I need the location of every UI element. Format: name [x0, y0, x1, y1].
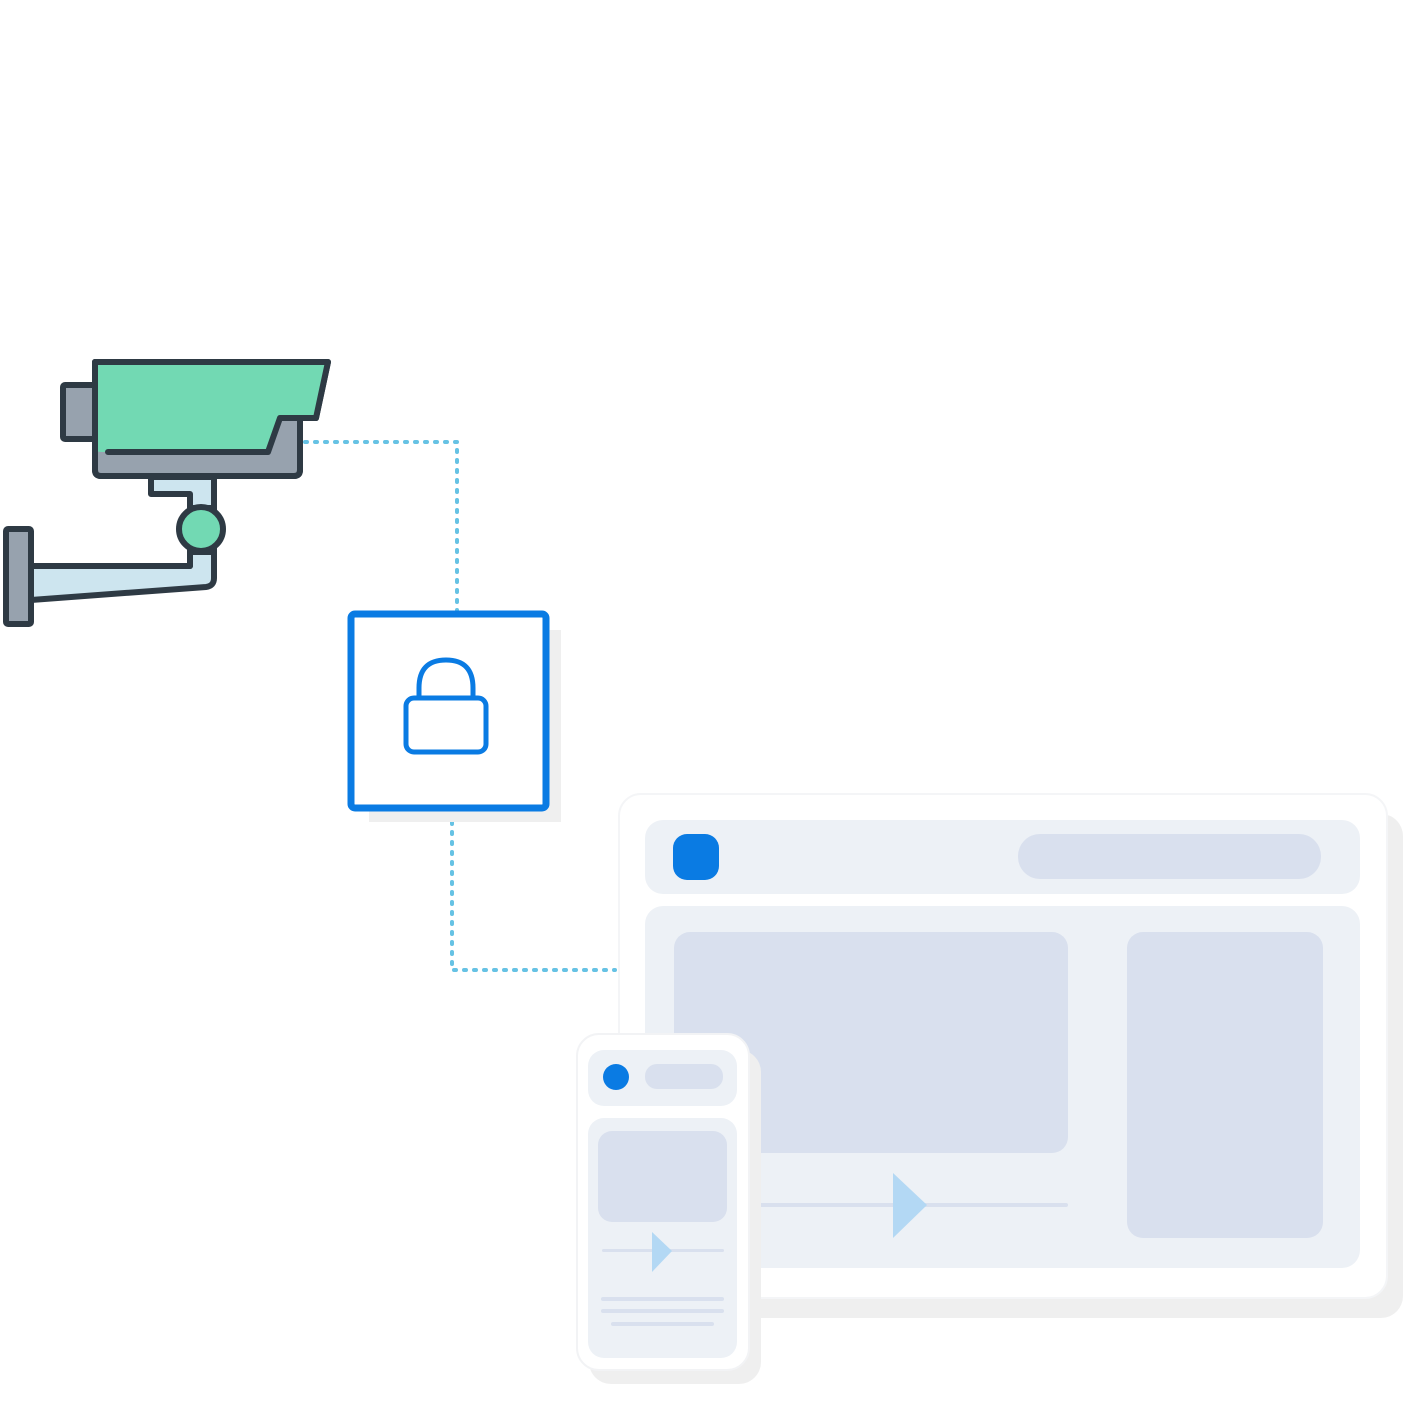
camera-back-cap — [60, 382, 98, 442]
desktop-progress-track — [700, 1203, 1068, 1207]
play-icon — [893, 1173, 927, 1238]
desktop-video-player — [618, 793, 1403, 1318]
connectors — [303, 440, 617, 972]
desktop-video-placeholder — [674, 932, 1068, 1153]
desktop-search-placeholder — [1018, 834, 1321, 879]
mount-bracket — [148, 474, 217, 511]
mobile-text-line-3 — [611, 1322, 714, 1326]
lock-node — [347, 610, 561, 822]
lock-to-player-connector — [450, 810, 617, 972]
mobile-text-line-1 — [601, 1297, 724, 1301]
desktop-logo-dot — [673, 834, 719, 880]
wall-plate — [3, 526, 34, 627]
mobile-search-placeholder — [645, 1064, 723, 1089]
mobile-text-line-2 — [601, 1309, 724, 1313]
mobile-play-icon — [652, 1232, 672, 1272]
mount-arm — [28, 549, 217, 603]
desktop-sidebar-placeholder — [1127, 932, 1323, 1238]
pivot-joint — [176, 504, 226, 554]
camera-hood — [95, 362, 328, 452]
security-camera-icon — [3, 359, 331, 627]
lock-box — [347, 610, 550, 812]
mobile-video-player — [576, 1033, 761, 1384]
lock-icon — [403, 657, 489, 755]
camera-to-lock-connector — [303, 440, 459, 617]
mobile-logo-dot — [603, 1064, 629, 1090]
mobile-video-placeholder — [598, 1131, 727, 1222]
